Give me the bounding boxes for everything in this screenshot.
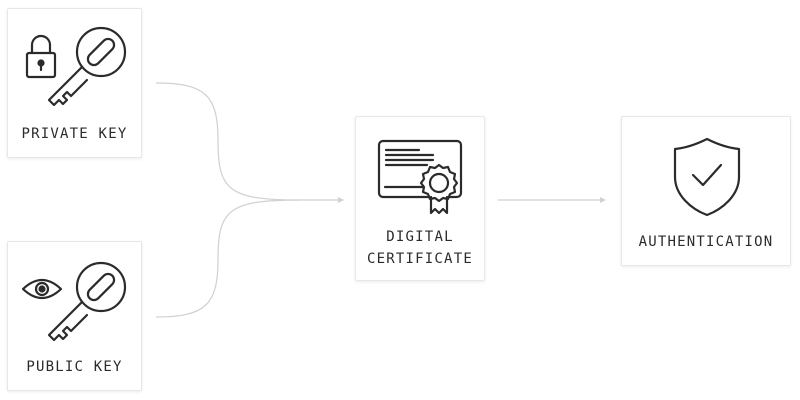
certificate-icon — [377, 139, 463, 215]
authentication-label: AUTHENTICATION — [638, 234, 774, 250]
private-key-label: PRIVATE KEY — [21, 126, 128, 142]
arrowhead-to-authentication — [600, 197, 606, 203]
public-key-card: PUBLIC KEY — [7, 241, 142, 391]
authentication-card: AUTHENTICATION — [621, 116, 791, 266]
eye-key-icon — [21, 261, 127, 342]
certificate-label-line2: CERTIFICATE — [367, 251, 473, 267]
shield-check-icon — [673, 137, 741, 217]
digital-certificate-card: DIGITAL CERTIFICATE — [355, 116, 485, 281]
certificate-label-line1: DIGITAL — [386, 229, 454, 245]
connector-public-key — [155, 199, 301, 318]
lock-key-icon — [25, 26, 127, 107]
private-key-card: PRIVATE KEY — [7, 8, 142, 158]
arrowhead-to-certificate — [338, 197, 344, 203]
connector-private-key — [155, 82, 340, 201]
public-key-label: PUBLIC KEY — [26, 359, 123, 375]
